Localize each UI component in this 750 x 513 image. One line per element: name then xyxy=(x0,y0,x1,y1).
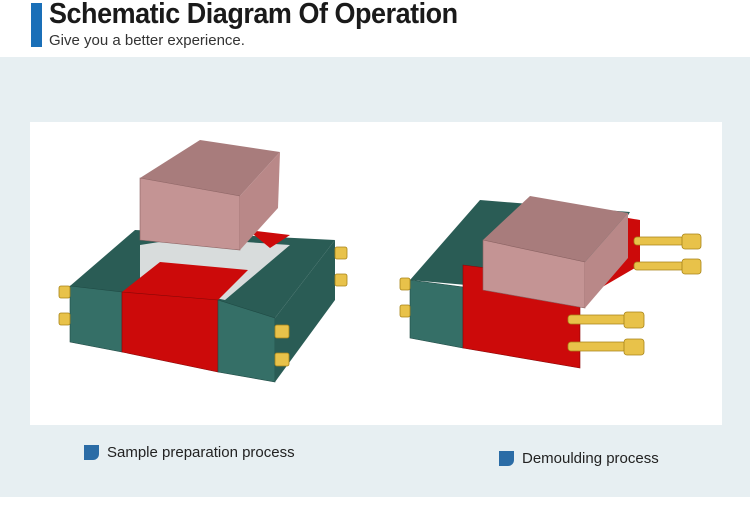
page-title: Schematic Diagram Of Operation xyxy=(49,0,458,30)
caption-demoulding: Demoulding process xyxy=(499,450,659,467)
demoulding-diagram xyxy=(399,196,702,369)
caption-label: Demoulding process xyxy=(522,450,659,467)
bullet-square-icon xyxy=(499,451,514,466)
sample-preparation-diagram xyxy=(58,140,348,383)
page-subtitle: Give you a better experience. xyxy=(49,32,245,49)
bolt-icons xyxy=(58,246,348,367)
caption-label: Sample preparation process xyxy=(107,444,295,461)
bolt-icons xyxy=(399,233,702,356)
bullet-square-icon xyxy=(84,445,99,460)
accent-bar xyxy=(31,3,42,47)
caption-sample-preparation: Sample preparation process xyxy=(84,444,295,461)
